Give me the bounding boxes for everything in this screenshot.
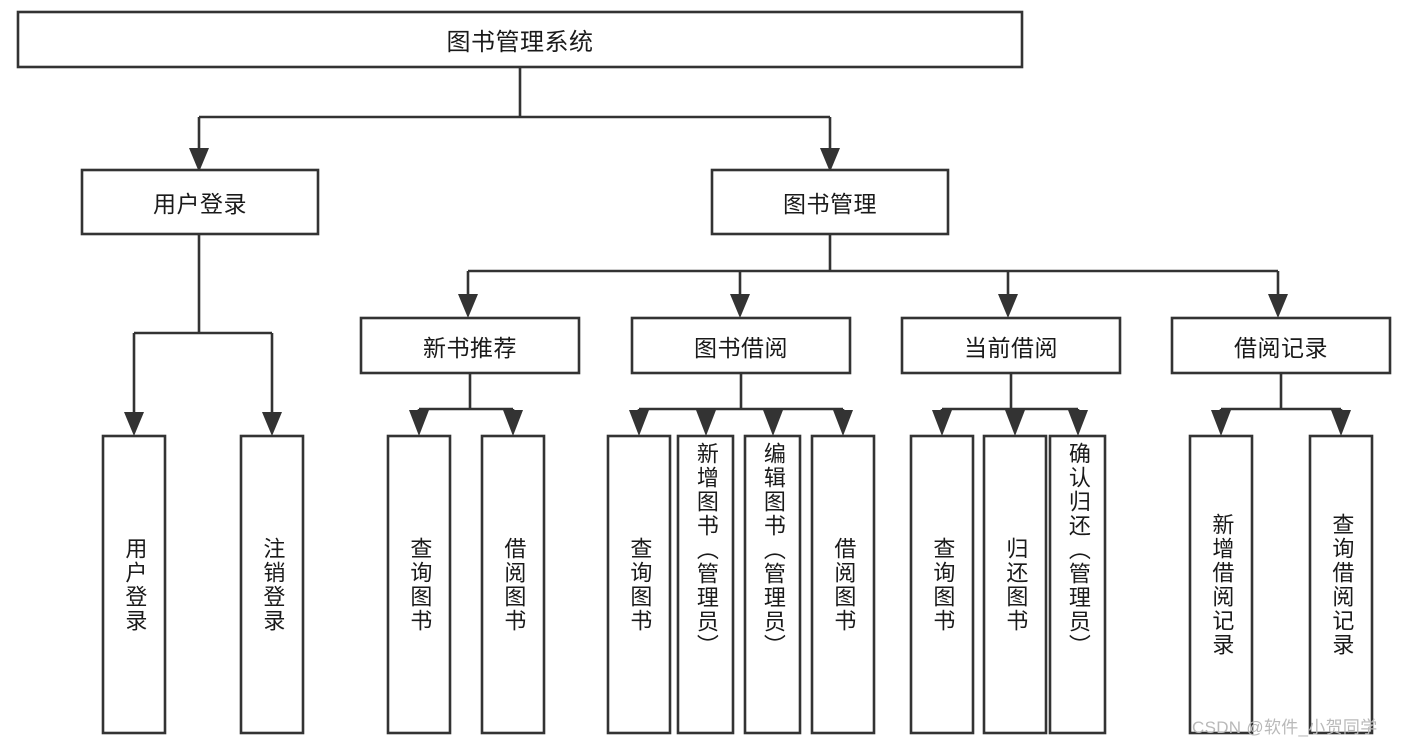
node-leaf-query-borrow-record[interactable] [1308, 434, 1374, 735]
node-book-borrow[interactable] [630, 316, 852, 375]
arrow-icon [503, 410, 523, 436]
arrow-icon [763, 410, 783, 436]
node-leaf-edit-book-admin[interactable] [743, 434, 802, 735]
arrow-icon [1331, 410, 1351, 436]
arrow-icon [1211, 410, 1231, 436]
node-leaf-query-book-2[interactable] [606, 434, 672, 735]
arrow-icon [1005, 410, 1025, 436]
node-leaf-borrow-book-1[interactable] [480, 434, 546, 735]
node-leaf-return-book[interactable] [982, 434, 1048, 735]
arrow-icon [189, 148, 209, 172]
arrow-icon [833, 410, 853, 436]
node-book-manage[interactable] [710, 168, 950, 236]
arrow-icon [1068, 410, 1088, 436]
node-leaf-query-book-1[interactable] [386, 434, 452, 735]
connector-root-to-level2 [189, 67, 840, 172]
node-root[interactable] [16, 10, 1024, 69]
node-leaf-borrow-book-2[interactable] [810, 434, 876, 735]
arrow-icon [124, 412, 144, 436]
node-current-borrow[interactable] [900, 316, 1122, 375]
node-leaf-user-logout[interactable] [239, 434, 305, 735]
arrow-icon [998, 294, 1018, 318]
node-new-book-recommend[interactable] [359, 316, 581, 375]
node-leaf-confirm-return-admin[interactable] [1048, 434, 1107, 735]
arrow-icon [932, 410, 952, 436]
node-borrow-record[interactable] [1170, 316, 1392, 375]
connector-borrow-record-to-leaves [1211, 373, 1351, 436]
node-leaf-user-login[interactable] [101, 434, 167, 735]
arrow-icon [629, 410, 649, 436]
csdn-watermark: CSDN @软件_小贺同学 [1192, 718, 1378, 737]
connector-current-borrow-to-leaves [932, 373, 1088, 436]
arrow-icon [1268, 294, 1288, 318]
connector-new-book-recommend-to-leaves [409, 373, 523, 436]
arrow-icon [696, 410, 716, 436]
arrow-icon [458, 294, 478, 318]
node-leaf-add-borrow-record[interactable] [1188, 434, 1254, 735]
node-leaf-query-book-3[interactable] [909, 434, 975, 735]
node-leaf-add-book-admin[interactable] [676, 434, 735, 735]
arrow-icon [409, 410, 429, 436]
arrow-icon [820, 148, 840, 172]
arrow-icon [262, 412, 282, 436]
connector-book-borrow-to-leaves [629, 373, 853, 436]
connector-user-login-to-leaves [124, 234, 282, 436]
arrow-icon [730, 294, 750, 318]
connector-book-manage-to-level3 [458, 234, 1288, 318]
node-user-login[interactable] [80, 168, 320, 236]
